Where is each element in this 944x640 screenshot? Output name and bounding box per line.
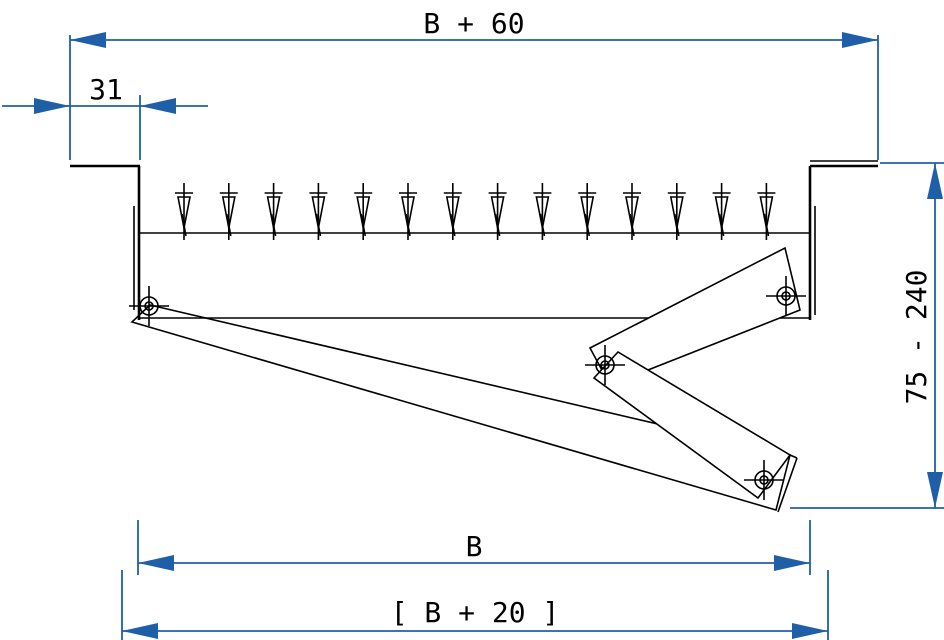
blade xyxy=(264,183,283,240)
pivot-middle xyxy=(585,345,625,385)
pivot-lower-right xyxy=(744,460,784,500)
linkage-arm-lower xyxy=(592,350,798,513)
dimension-label-overall-width: B + 60 xyxy=(423,7,524,40)
blade xyxy=(219,183,238,240)
blade xyxy=(309,183,328,240)
dimension-inner-width: B xyxy=(137,520,811,575)
blade-row xyxy=(175,183,776,240)
blade xyxy=(578,183,597,240)
dimension-label-flange: 31 xyxy=(89,73,123,106)
blade xyxy=(443,183,462,240)
dimension-overall-width: B + 60 xyxy=(69,7,879,160)
pivot-left xyxy=(129,286,169,326)
pivot-points xyxy=(129,276,806,500)
dimension-bracket-width: [ B + 20 ] xyxy=(121,570,829,640)
blade xyxy=(712,183,731,240)
dimension-label-height-range: 75 - 240 xyxy=(900,270,933,405)
dimension-height-range: 75 - 240 xyxy=(790,162,944,509)
pivot-upper-right xyxy=(766,276,806,316)
blade xyxy=(667,183,686,240)
blade xyxy=(354,183,373,240)
dimension-flange: 31 xyxy=(2,73,208,160)
blade xyxy=(533,183,552,240)
blade xyxy=(399,183,417,240)
blade xyxy=(623,183,641,240)
dimension-label-bracket-width: [ B + 20 ] xyxy=(391,596,560,629)
blade xyxy=(175,183,193,240)
blade xyxy=(757,183,776,240)
blade xyxy=(488,183,507,240)
dimension-label-inner-width: B xyxy=(466,530,483,563)
